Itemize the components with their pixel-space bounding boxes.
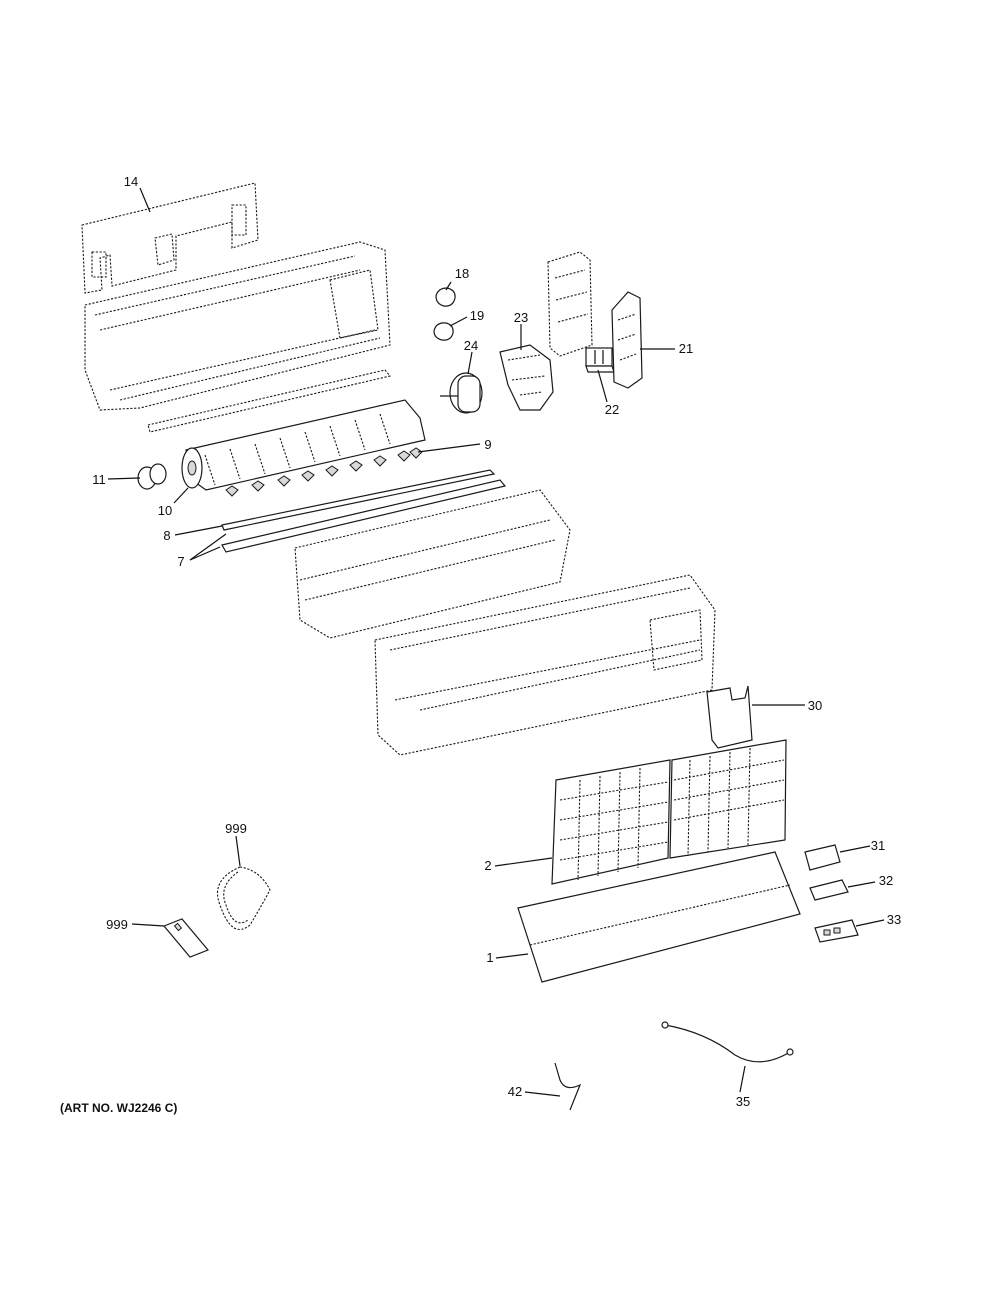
callout-24: 24: [464, 338, 478, 353]
callout-14: 14: [124, 174, 138, 189]
art-number: (ART NO. WJ2246 C): [60, 1101, 178, 1115]
callout-labels: 14 18 19 23 24 21 22 9 11 10 8 7 30 999 …: [92, 174, 901, 1109]
callout-2: 2: [484, 858, 491, 873]
leader-lines: [107, 187, 885, 1097]
air-filter[interactable]: [551, 739, 787, 885]
terminal-block[interactable]: [585, 347, 615, 373]
remote-control[interactable]: [163, 918, 209, 958]
fan-motor[interactable]: [440, 372, 483, 414]
receiver-board[interactable]: [814, 919, 859, 943]
motor-bracket[interactable]: [499, 344, 554, 411]
display-cover[interactable]: [804, 844, 841, 871]
control-box[interactable]: [547, 251, 593, 357]
control-board[interactable]: [611, 291, 643, 389]
mounting-plate[interactable]: [81, 182, 259, 294]
vane-link-rod[interactable]: [221, 469, 496, 531]
temperature-sensor[interactable]: [554, 1062, 582, 1111]
electrical-cover[interactable]: [706, 685, 753, 749]
part-18[interactable]: [435, 287, 456, 307]
callout-1: 1: [486, 950, 493, 965]
front-panel[interactable]: [517, 851, 801, 983]
blower-wheel[interactable]: [181, 399, 426, 491]
callout-8: 8: [163, 528, 170, 543]
callout-7: 7: [177, 554, 184, 569]
evaporator-coil[interactable]: [294, 489, 571, 639]
drain-hose-wrap[interactable]: [216, 866, 271, 930]
callout-22: 22: [605, 402, 619, 417]
callout-18: 18: [455, 266, 469, 281]
callout-10: 10: [158, 503, 172, 518]
callout-11: 11: [92, 472, 106, 487]
vane-clips[interactable]: [225, 447, 423, 497]
callout-21: 21: [679, 341, 693, 356]
display-board[interactable]: [809, 879, 849, 901]
callout-32: 32: [879, 873, 893, 888]
callout-23: 23: [514, 310, 528, 325]
power-cable[interactable]: [661, 1021, 794, 1063]
part-19[interactable]: [433, 322, 454, 341]
callout-999-remote: 999: [106, 917, 128, 932]
chassis[interactable]: [84, 241, 391, 433]
louver-blade[interactable]: [221, 479, 507, 553]
callout-19: 19: [470, 308, 484, 323]
callout-31: 31: [871, 838, 885, 853]
callout-42: 42: [508, 1084, 522, 1099]
callout-30: 30: [808, 698, 822, 713]
bearing-housing[interactable]: [137, 463, 167, 490]
callout-35: 35: [736, 1094, 750, 1109]
front-housing[interactable]: [374, 574, 716, 756]
callout-999-hose: 999: [225, 821, 247, 836]
callout-33: 33: [887, 912, 901, 927]
callout-9: 9: [484, 437, 491, 452]
